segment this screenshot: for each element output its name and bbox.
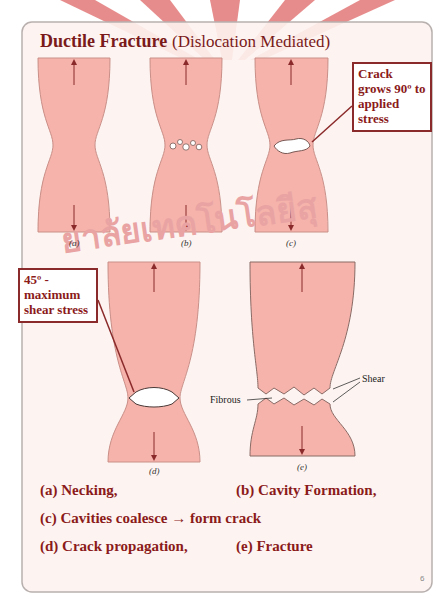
- caption-line: (c) Cavities coalesce → form crack: [40, 510, 261, 527]
- caption-line: (d) Crack propagation,: [40, 538, 188, 555]
- figure-label: (d): [149, 466, 160, 476]
- page-number: 6: [420, 574, 424, 583]
- figure-label: (b): [181, 238, 192, 248]
- figure-label: (e): [297, 462, 307, 472]
- callout-text: 45º - maximum shear stress: [24, 273, 92, 318]
- fracture-zone-label: Shear: [362, 373, 385, 384]
- callout-text: Crack grows 90º to applied stress: [358, 67, 426, 127]
- caption-line: (e) Fracture: [236, 538, 313, 555]
- callout-box: 45º - maximum shear stress: [18, 268, 98, 323]
- figure-label: (c): [286, 238, 296, 248]
- callout-box: Crack grows 90º to applied stress: [352, 62, 432, 132]
- subtitle: (Dislocation Mediated): [172, 32, 330, 52]
- caption-line: (b) Cavity Formation,: [236, 482, 376, 499]
- slide-title: Ductile Fracture: [40, 31, 167, 52]
- fracture-zone-label: Fibrous: [210, 394, 241, 405]
- caption-line: (a) Necking,: [40, 482, 118, 499]
- figure-label: (a): [69, 238, 80, 248]
